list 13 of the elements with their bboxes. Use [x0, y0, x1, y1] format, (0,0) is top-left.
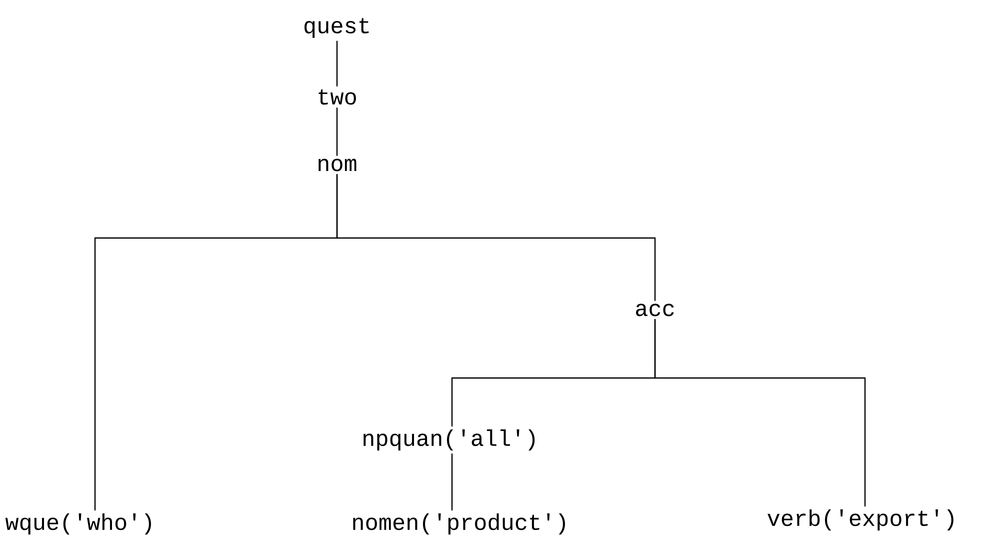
tree-line [336, 108, 338, 156]
tree-label: acc [636, 304, 674, 316]
tree-line [336, 40, 338, 86]
tree-label: two [318, 89, 356, 105]
tree-line [654, 319, 866, 506]
tree-line [451, 454, 453, 510]
tree-label: npquan('all') [364, 429, 535, 451]
tree-label: nom [318, 158, 356, 172]
tree-label: verb('export') [768, 509, 954, 531]
tree-line [336, 174, 656, 301]
tree-label: quest [304, 18, 369, 38]
tree-label: nomen('product') [353, 513, 565, 535]
tree-label: wque('who') [5, 513, 151, 535]
